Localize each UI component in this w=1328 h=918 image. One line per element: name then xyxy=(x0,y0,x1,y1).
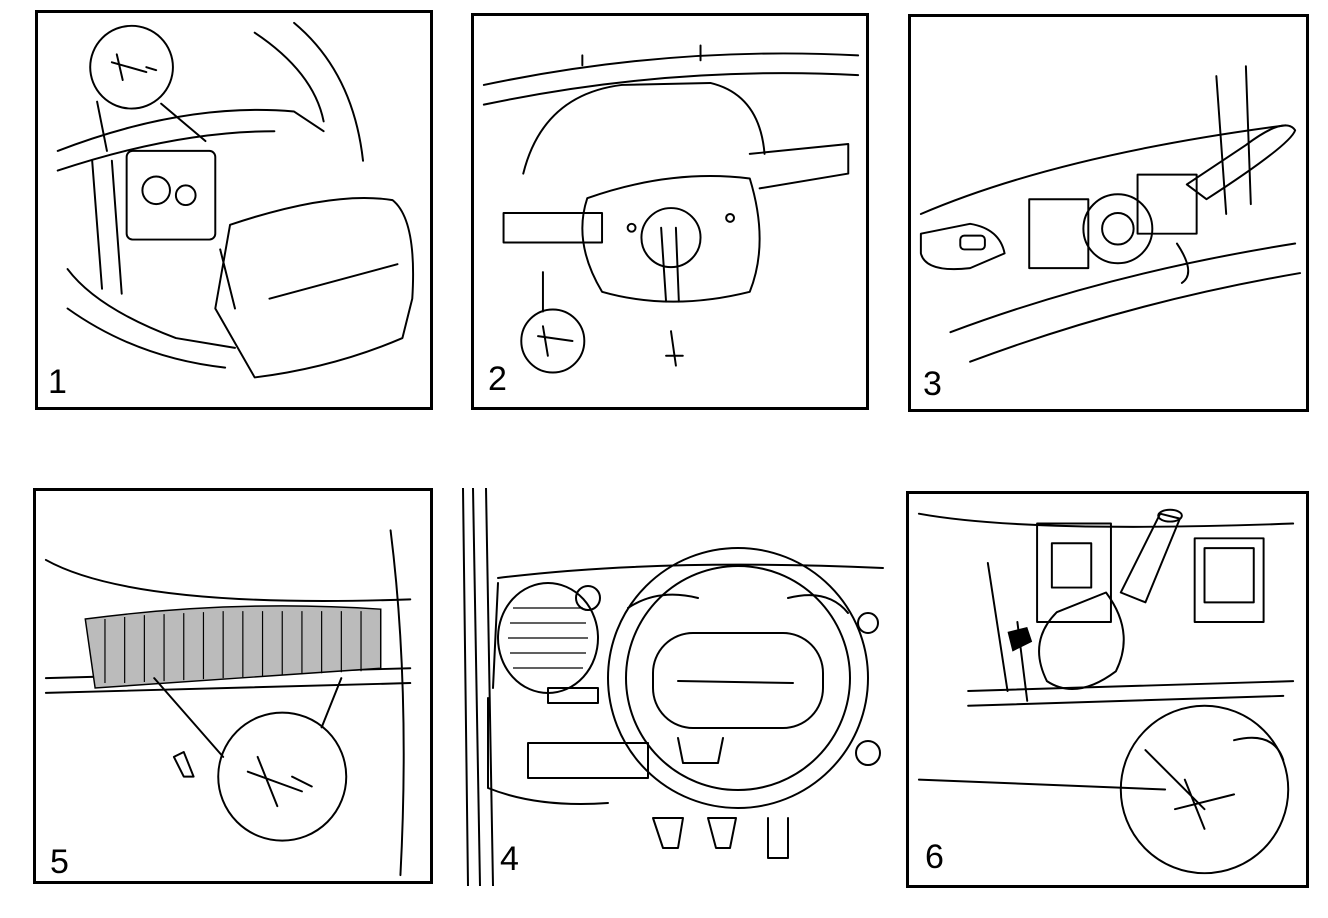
lower-trim-illustration xyxy=(44,529,412,877)
panel-label: 5 xyxy=(50,843,69,881)
trim-duct xyxy=(84,605,382,689)
indicator-stalk xyxy=(1185,124,1297,201)
detail-callout-circle xyxy=(1119,704,1290,875)
airbag-removal-illustration xyxy=(56,21,415,379)
panel-label: 2 xyxy=(488,360,507,398)
dashboard-illustration xyxy=(462,488,884,886)
steering-wheel-rim xyxy=(607,547,869,809)
panel-label: 6 xyxy=(925,838,944,876)
diagram-panel-6: 6 xyxy=(906,491,1309,888)
diagram-panel-5: 5 xyxy=(33,488,433,884)
diagram-panel-3: 3 xyxy=(908,14,1309,412)
detail-callout-circle xyxy=(217,711,348,842)
steering-wheel-bolts-illustration xyxy=(482,44,860,374)
diagram-panel-4: 4 xyxy=(458,488,888,886)
steering-column-illustration xyxy=(917,508,1295,875)
detail-callout-circle xyxy=(89,24,174,110)
diagram-panel-2: 2 xyxy=(471,13,869,410)
column-switch-illustration xyxy=(919,65,1302,363)
wiper-stalk xyxy=(919,222,1006,271)
panel-label: 3 xyxy=(923,365,942,403)
column-bracket xyxy=(1036,522,1112,624)
panel-label: 1 xyxy=(48,363,67,401)
detail-callout-circle xyxy=(520,308,586,374)
panel-label: 4 xyxy=(500,840,519,878)
steering-hub xyxy=(581,175,761,303)
steering-wheel-hub xyxy=(652,632,824,729)
steering-shaft xyxy=(1119,512,1181,604)
airbag-module xyxy=(214,196,415,379)
diagram-panel-1: 1 xyxy=(35,10,433,410)
